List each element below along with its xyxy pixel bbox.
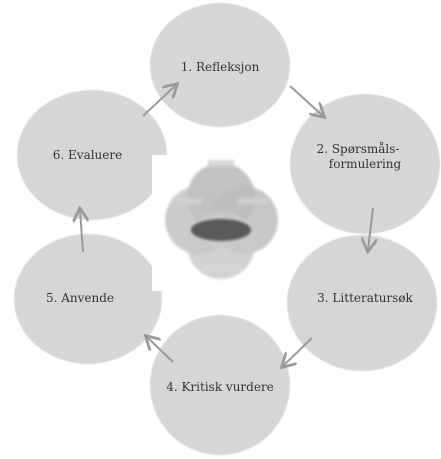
center-core xyxy=(191,219,251,241)
node-anvende xyxy=(14,234,162,364)
step-2-label-line1: 2. Spørsmåls- xyxy=(316,142,400,156)
step-2-label: 2. Spørsmåls- formulering xyxy=(298,142,418,172)
arrow-2-to-3 xyxy=(368,207,373,250)
arrow-5-to-6 xyxy=(80,210,83,253)
step-2-label-line2: formulering xyxy=(328,157,402,171)
center-bottom-tab xyxy=(200,264,242,272)
center-top-tab xyxy=(208,160,234,166)
step-4-label: 4. Kritisk vurdere xyxy=(166,380,274,394)
arrow-1-to-2 xyxy=(289,85,323,116)
node-evaluere xyxy=(17,90,167,220)
center-right-tab xyxy=(238,198,268,204)
step-1-label: 1. Refleksjon xyxy=(180,60,260,74)
arrow-6-to-1 xyxy=(142,85,176,117)
arrow-3-to-4 xyxy=(283,337,313,366)
node-litteratursok xyxy=(287,235,437,371)
center-left-tab xyxy=(172,198,202,204)
step-6-label: 6. Evaluere xyxy=(52,148,123,162)
node-kritisk-vurdere xyxy=(150,315,290,455)
step-3-label: 3. Litteratursøk xyxy=(317,291,413,305)
node-refleksjon xyxy=(150,3,290,127)
step-5-label: 5. Anvende xyxy=(45,291,115,305)
arrow-4-to-5 xyxy=(147,337,174,363)
